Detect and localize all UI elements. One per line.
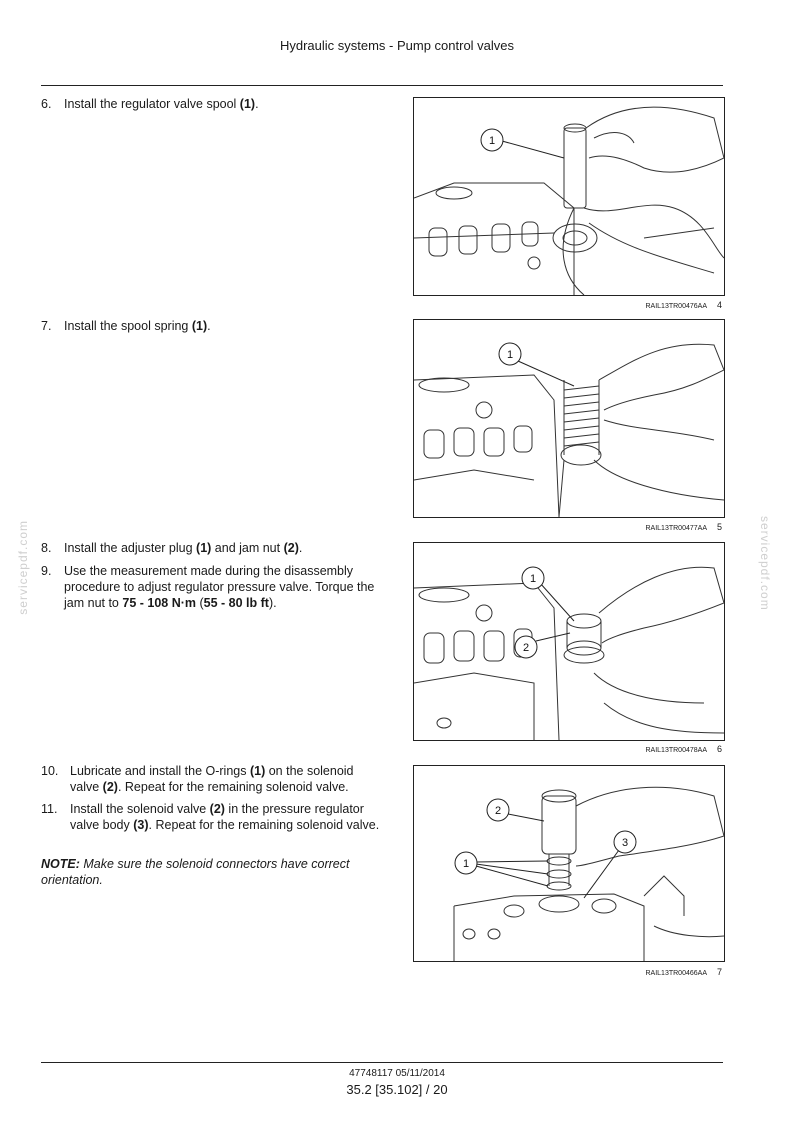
svg-text:1: 1	[507, 349, 513, 361]
svg-text:1: 1	[489, 135, 495, 147]
figure-4-callout-1: 1	[480, 128, 565, 159]
step-text: Install the solenoid valve (2) in the pr…	[70, 802, 380, 832]
figure-5-illustration: 1	[413, 319, 725, 518]
svg-text:2: 2	[523, 642, 529, 654]
step-number: 10.	[41, 764, 59, 778]
watermark-left: servicepdf.com	[16, 520, 30, 615]
step-text: Install the regulator valve spool (1).	[64, 97, 259, 111]
figure-4-illustration: 1	[413, 97, 725, 296]
figure-7-callout-1: 1	[454, 851, 549, 887]
step-text: Use the measurement made during the disa…	[64, 564, 375, 610]
figure-code: RAIL13TR00477AA	[645, 525, 707, 532]
step-number: 11.	[41, 802, 58, 816]
step-number: 6.	[41, 97, 52, 111]
step-number: 9.	[41, 564, 52, 578]
step-11: 11. Install the solenoid valve (2) in th…	[41, 801, 383, 833]
svg-text:3: 3	[622, 837, 628, 849]
watermark-right: servicepdf.com	[758, 516, 772, 611]
figure-7-callout-2: 2	[486, 798, 545, 822]
figure-7-caption: RAIL13TR00466AA 7	[560, 967, 723, 977]
note-text: Make sure the solenoid connectors have c…	[41, 857, 350, 887]
footer-page-number: 35.2 [35.102] / 20	[346, 1082, 448, 1097]
note: NOTE: Make sure the solenoid connectors …	[41, 856, 383, 888]
step-8: 8. Install the adjuster plug (1) and jam…	[41, 540, 383, 556]
page-header-title: Hydraulic systems - Pump control valves	[279, 38, 515, 53]
figure-7-illustration: 2 3 1	[413, 765, 725, 962]
figure-number: 6	[716, 744, 722, 754]
step-6: 6. Install the regulator valve spool (1)…	[41, 96, 383, 112]
figure-number: 5	[716, 522, 722, 532]
note-label: NOTE:	[41, 857, 80, 871]
svg-text:2: 2	[495, 805, 501, 817]
footer-rule	[41, 1062, 723, 1063]
figure-5-caption: RAIL13TR00477AA 5	[560, 522, 723, 532]
step-7: 7. Install the spool spring (1).	[41, 318, 383, 334]
step-number: 7.	[41, 319, 52, 333]
step-text: Install the adjuster plug (1) and jam nu…	[64, 541, 303, 555]
step-number: 8.	[41, 541, 52, 555]
figure-code: RAIL13TR00466AA	[645, 970, 707, 977]
footer-document-id: 47748117 05/11/2014	[349, 1068, 445, 1079]
figure-4-caption: RAIL13TR00476AA 4	[560, 300, 723, 310]
figure-6-illustration: 1 2	[413, 542, 725, 741]
figure-6-caption: RAIL13TR00478AA 6	[560, 744, 723, 754]
svg-text:1: 1	[530, 573, 536, 585]
step-10: 10. Lubricate and install the O-rings (1…	[41, 763, 383, 795]
figure-code: RAIL13TR00478AA	[645, 747, 707, 754]
figure-6-callout-2: 2	[514, 632, 571, 659]
figure-5-callout-1: 1	[498, 342, 575, 387]
figure-number: 7	[716, 967, 722, 977]
header-rule	[41, 85, 723, 86]
figure-code: RAIL13TR00476AA	[645, 303, 707, 310]
step-9: 9. Use the measurement made during the d…	[41, 563, 383, 611]
figure-6-callout-1: 1	[521, 566, 575, 622]
figure-7-callout-3: 3	[583, 830, 637, 899]
step-text: Lubricate and install the O-rings (1) on…	[70, 764, 354, 794]
svg-text:1: 1	[463, 858, 469, 870]
figure-number: 4	[716, 300, 722, 310]
step-text: Install the spool spring (1).	[64, 319, 211, 333]
